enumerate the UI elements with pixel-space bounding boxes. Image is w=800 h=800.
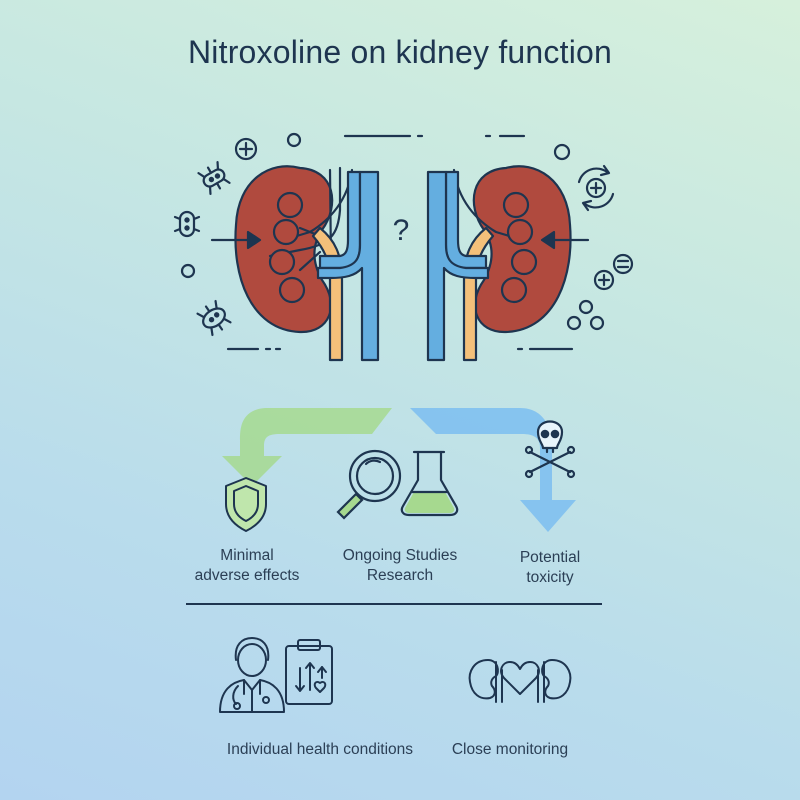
bacteria-icon — [173, 210, 201, 238]
small-circle-icon — [589, 315, 605, 331]
branch-arrows — [222, 408, 576, 532]
plus-circle-icon — [593, 269, 615, 291]
bacteria-icon — [197, 161, 231, 195]
individual-health-conditions-label: Individual health conditions — [226, 741, 414, 758]
doctor-icon — [219, 637, 285, 713]
label-line: Minimal — [220, 547, 274, 564]
cycle-icon — [577, 164, 615, 212]
ongoing-studies-label: Ongoing Studies Research — [330, 546, 470, 586]
kidney-illustration — [173, 132, 634, 362]
equals-circle-icon — [612, 253, 634, 275]
small-circle-icon — [578, 299, 594, 315]
bacteria-icon — [196, 299, 232, 337]
flask-icon — [400, 450, 459, 517]
kidney-heart-icon — [468, 659, 572, 703]
clipboard-icon — [285, 639, 333, 705]
shield-icon — [225, 477, 267, 532]
magnifier-icon — [336, 449, 402, 520]
minimal-adverse-effects-label: Minimal adverse effects — [192, 546, 302, 586]
question-mark: ? — [393, 214, 410, 247]
left-kidney — [234, 165, 380, 362]
right-inward-arrow-icon — [540, 230, 590, 250]
label-line: Research — [366, 567, 434, 584]
skull-icon — [524, 420, 576, 479]
close-monitoring-label: Close monitoring — [451, 741, 569, 758]
label-line: adverse effects — [194, 567, 300, 584]
blue-arrow-icon — [410, 408, 576, 532]
label-line: Potential — [519, 549, 581, 566]
right-kidney — [426, 165, 572, 362]
potential-toxicity-label: Potential toxicity — [500, 548, 600, 588]
decorative-dashes — [226, 134, 574, 351]
label-line: toxicity — [526, 569, 574, 586]
small-circle-icon — [180, 263, 196, 279]
plus-circle-icon — [234, 137, 258, 161]
page-title: Nitroxoline on kidney function — [187, 34, 612, 70]
small-circle-icon — [566, 315, 582, 331]
small-circle-icon — [553, 143, 571, 161]
small-circle-icon — [286, 132, 302, 148]
left-inward-arrow-icon — [210, 230, 262, 250]
green-arrow-icon — [222, 408, 392, 486]
label-line: Ongoing Studies — [342, 547, 458, 564]
